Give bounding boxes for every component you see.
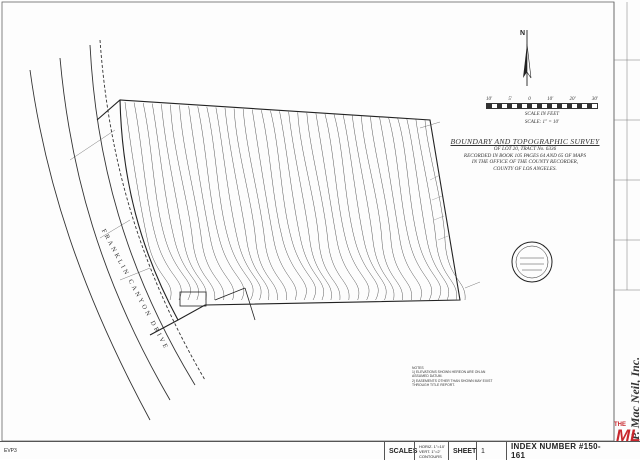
contour-line bbox=[188, 105, 234, 301]
contour-line bbox=[379, 117, 422, 301]
brand-ml: ML bbox=[616, 426, 640, 445]
notes-line-2: 2) EASEMENTS OTHER THAN SHOWN MAY EXIST … bbox=[412, 378, 493, 387]
contour-line bbox=[306, 112, 350, 301]
scales-value: HORIZ. 1"=10' VERT. 1"=2' CONTOURS bbox=[414, 442, 448, 460]
contour-line bbox=[215, 107, 262, 301]
scale-bar: 10' 5' 0 10' 20' 30' SCALE IN FEET SCALE… bbox=[482, 97, 602, 125]
contour-line bbox=[297, 112, 341, 301]
contour-line bbox=[161, 104, 207, 301]
scales-label: SCALES bbox=[384, 442, 417, 460]
contour-line bbox=[279, 111, 324, 301]
scale-tick: 10' bbox=[486, 97, 493, 102]
contour-line bbox=[415, 119, 457, 301]
title-line-4: COUNTY OF LOS ANGELES. bbox=[493, 165, 557, 172]
contour-lines bbox=[124, 101, 466, 301]
structure-outline bbox=[179, 287, 256, 321]
revision-strip-cells bbox=[614, 2, 640, 291]
title-line-3: IN THE OFFICE OF THE COUNTY RECORDER, bbox=[471, 159, 579, 166]
survey-title: BOUNDARY AND TOPOGRAPHIC SURVEY bbox=[450, 137, 600, 146]
sheet-border bbox=[1, 1, 615, 442]
contour-line bbox=[352, 115, 395, 301]
scales-value-vertical: VERT. 1"=2' CONTOURS bbox=[419, 448, 442, 459]
contour-line bbox=[152, 103, 199, 301]
contour-line bbox=[170, 104, 215, 301]
contour-line bbox=[252, 109, 297, 301]
annotation-leaders bbox=[69, 121, 481, 289]
scale-tick: 30' bbox=[591, 97, 598, 102]
contour-line bbox=[333, 114, 379, 301]
sheet-code: EVP3 bbox=[4, 448, 17, 454]
scales-value-horizontal: HORIZ. 1"=10' bbox=[419, 443, 445, 449]
contour-line bbox=[424, 119, 466, 301]
scale-graphic bbox=[486, 103, 598, 109]
contour-line bbox=[124, 101, 172, 301]
title-line-1: OF LOT 20, TRACT No. 6336 bbox=[493, 146, 557, 152]
scale-label: SCALE IN FEET bbox=[524, 112, 560, 117]
contour-line bbox=[197, 106, 245, 301]
contour-line bbox=[133, 102, 182, 301]
street-curb-lines bbox=[29, 39, 206, 421]
title-block: BOUNDARY AND TOPOGRAPHIC SURVEY OF LOT 2… bbox=[440, 137, 610, 172]
contour-line bbox=[142, 103, 191, 301]
contour-line bbox=[397, 118, 442, 301]
surveyor-stamp: P. Mac Neil, Inc. bbox=[614, 290, 640, 440]
sheet-label: SHEET bbox=[448, 442, 476, 460]
elevation-ticks bbox=[429, 174, 449, 241]
notes-heading: NOTES bbox=[412, 366, 424, 370]
scale-tick: 10' bbox=[547, 97, 554, 102]
contour-line bbox=[324, 113, 370, 301]
scale-tick: 20' bbox=[569, 97, 576, 102]
contour-line bbox=[242, 109, 287, 301]
scale-tick: 0 bbox=[528, 97, 531, 102]
contour-line bbox=[315, 113, 360, 301]
survey-notes: NOTES 1) ELEVATIONS SHOWN HEREON ARE ON … bbox=[412, 366, 494, 387]
contour-line bbox=[270, 110, 316, 301]
footer-bar: EVP3 SCALES HORIZ. 1"=10' VERT. 1"=2' CO… bbox=[0, 441, 640, 460]
north-arrow-icon bbox=[523, 30, 532, 86]
sheet-number: 1 bbox=[476, 442, 506, 460]
contour-line bbox=[406, 118, 449, 301]
surveyor-seal-icon bbox=[511, 241, 553, 283]
scale-ratio: SCALE: 1" = 10' bbox=[524, 120, 560, 125]
index-number: INDEX NUMBER #150-161 bbox=[506, 442, 614, 460]
contour-line bbox=[179, 105, 225, 301]
north-label: N bbox=[520, 30, 526, 37]
contour-line bbox=[206, 106, 254, 301]
property-boundary bbox=[96, 99, 461, 336]
contour-line bbox=[361, 116, 403, 301]
contour-line bbox=[224, 107, 270, 301]
contour-line bbox=[261, 110, 307, 301]
contour-line bbox=[342, 115, 387, 301]
brand-the: THE bbox=[614, 422, 626, 428]
contour-line bbox=[388, 117, 432, 301]
contour-line bbox=[288, 111, 332, 301]
brand-logo: THE ML bbox=[612, 422, 640, 446]
notes-line-1: 1) ELEVATIONS SHOWN HEREON ARE ON AN ASS… bbox=[412, 370, 486, 379]
scale-tick: 5' bbox=[508, 97, 512, 102]
contour-line bbox=[233, 108, 278, 301]
scale-ticks: 10' 5' 0 10' 20' 30' bbox=[482, 97, 602, 102]
contour-line bbox=[370, 116, 412, 301]
title-line-2: RECORDED IN BOOK 105 PAGES 64 AND 65 OF … bbox=[463, 152, 587, 159]
